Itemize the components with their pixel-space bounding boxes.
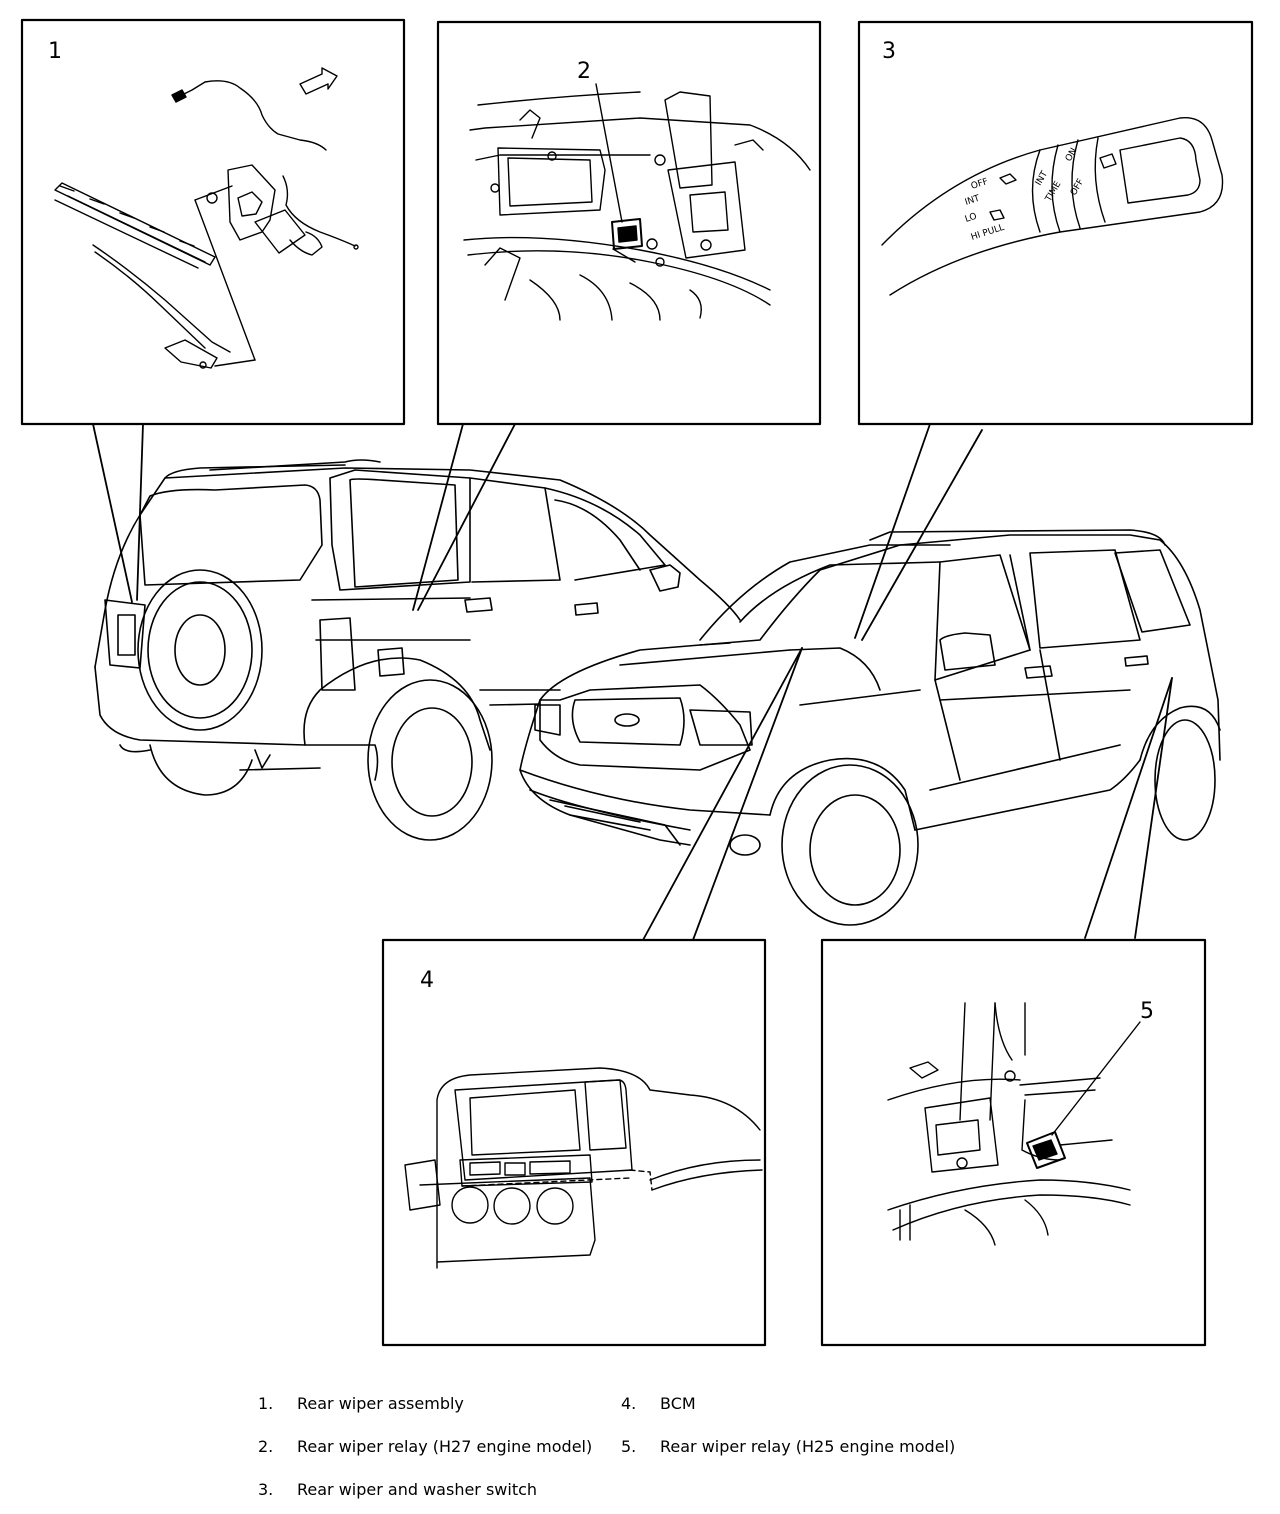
legend-num-4: 4. <box>621 1394 637 1413</box>
panel-3-label: 3 <box>882 39 896 64</box>
panel-1-rear-wiper-assembly <box>20 18 406 426</box>
panel-2-label: 2 <box>577 59 591 84</box>
panel-5-label: 5 <box>1140 999 1154 1024</box>
vehicle-rear-view <box>94 459 741 841</box>
vehicle-front-view <box>519 529 1221 926</box>
panel-2-rear-wiper-relay-h27 <box>436 20 822 426</box>
panel-1-label: 1 <box>48 39 62 64</box>
legend-text-3: Rear wiper and washer switch <box>297 1480 538 1499</box>
legend-text-1: Rear wiper assembly <box>297 1394 464 1413</box>
switch-label-left-1: INT <box>964 194 982 208</box>
panel-5-rear-wiper-relay-h25 <box>820 938 1207 1347</box>
legend-text-4: BCM <box>660 1394 696 1413</box>
legend-num-1: 1. <box>258 1394 274 1413</box>
legend-num-2: 2. <box>258 1437 274 1456</box>
panel-3-rear-wiper-washer-switch <box>857 20 1254 426</box>
legend-num-5: 5. <box>621 1437 637 1456</box>
panel-4-bcm <box>381 938 767 1347</box>
component-location-diagram: OFF INT LO HI PULL INT TIME ON OFF <box>20 18 1254 1347</box>
leader-lines <box>92 423 1173 941</box>
legend-num-3: 3. <box>258 1480 274 1499</box>
legend-text-5: Rear wiper relay (H25 engine model) <box>660 1437 956 1456</box>
switch-label-left-2: LO <box>964 212 978 225</box>
panel-4-label: 4 <box>420 968 434 993</box>
legend-text-2: Rear wiper relay (H27 engine model) <box>297 1437 593 1456</box>
